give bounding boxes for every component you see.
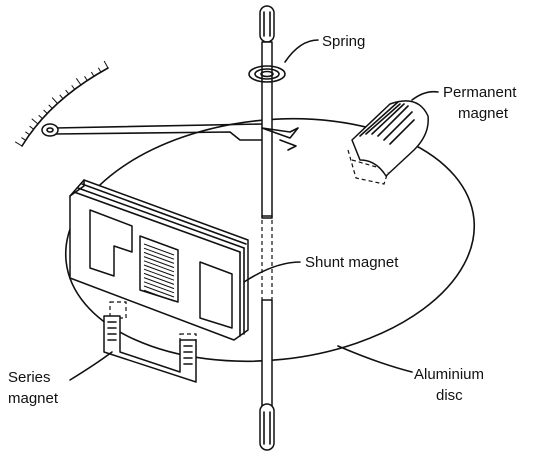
shunt-magnet [69,179,249,341]
scale-tick [103,60,109,69]
scale-tick [65,89,70,95]
scale-tick [21,137,26,141]
scale-tick [43,109,48,114]
coil-winding [143,268,175,281]
scale-tick [59,94,64,100]
scale-tick [51,97,58,104]
coil-winding [143,277,175,290]
coil-winding [143,264,175,277]
spindle-clip [261,127,299,151]
coil-winding [143,243,175,256]
scale-tick [31,118,39,125]
scale-tick [38,114,43,119]
label-aluminium-disc-2: disc [436,387,463,404]
scale-tick [48,104,53,109]
pointer [41,123,263,141]
coil-winding [143,272,175,285]
coil-winding [143,260,175,273]
label-permanent-magnet-2: magnet [458,105,509,122]
coil-winding [143,247,175,260]
scale-tick [25,131,30,136]
scale-tick [71,85,76,90]
scale-tick [29,125,34,130]
scale-tick [14,141,23,147]
label-shunt-magnet: Shunt magnet [305,254,399,271]
scale-dial [14,60,109,147]
scale-tick [97,67,102,73]
label-aluminium-disc-1: Aluminium [414,366,484,383]
coil-winding [143,251,175,264]
aluminium-disc [64,117,476,363]
leader-lines [69,39,439,381]
coil-winding [143,256,175,269]
series-magnet [103,301,197,383]
coil-winding [143,281,175,294]
coil-winding [143,289,175,302]
scale-tick [75,78,82,86]
label-series-magnet-1: Series [8,369,51,386]
permanent-magnet [347,100,429,185]
spring [248,65,286,83]
label-spring: Spring [322,33,365,50]
label-series-magnet-2: magnet [8,390,59,407]
label-permanent-magnet-1: Permanent [443,84,517,101]
coil-winding [143,285,175,298]
scale-tick [84,76,88,81]
scale-tick [90,71,95,77]
